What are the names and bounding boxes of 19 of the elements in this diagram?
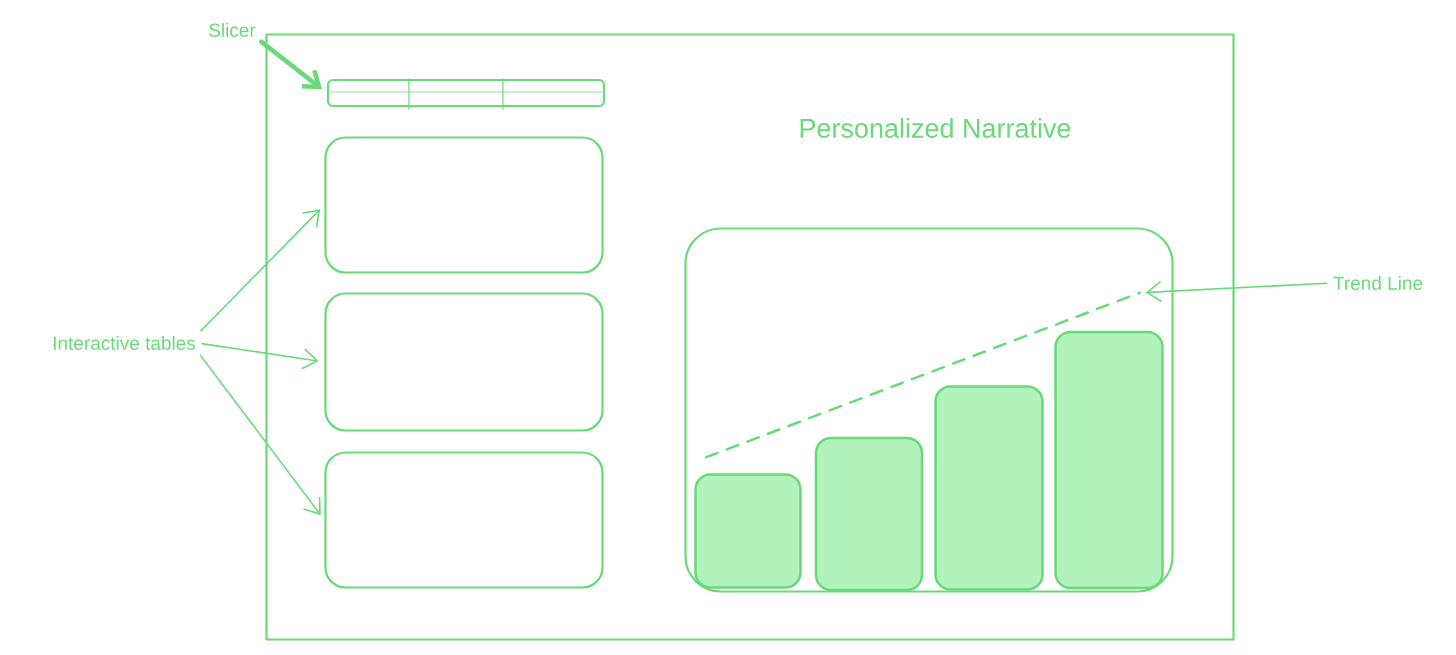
trend-line — [705, 291, 1141, 459]
dashboard-frame — [265, 33, 1235, 641]
arrow — [201, 342, 319, 370]
heading-text: Personalized Narrative — [800, 118, 1071, 138]
slicer-bar — [326, 78, 606, 110]
callout-text: Slicer — [209, 23, 256, 37]
chart-bar — [694, 473, 802, 589]
chart-bar — [934, 385, 1044, 591]
chart-bar — [814, 436, 924, 592]
table-box — [324, 292, 604, 432]
callout-text: Trend Line — [1333, 276, 1423, 290]
callout-text: Interactive tables — [53, 336, 196, 350]
arrow — [200, 209, 321, 332]
table-box — [324, 136, 604, 274]
arrow — [199, 354, 321, 516]
table-box — [324, 451, 604, 589]
arrow — [1145, 280, 1328, 303]
chart-panel — [684, 227, 1174, 593]
chart-bar — [1054, 330, 1164, 590]
